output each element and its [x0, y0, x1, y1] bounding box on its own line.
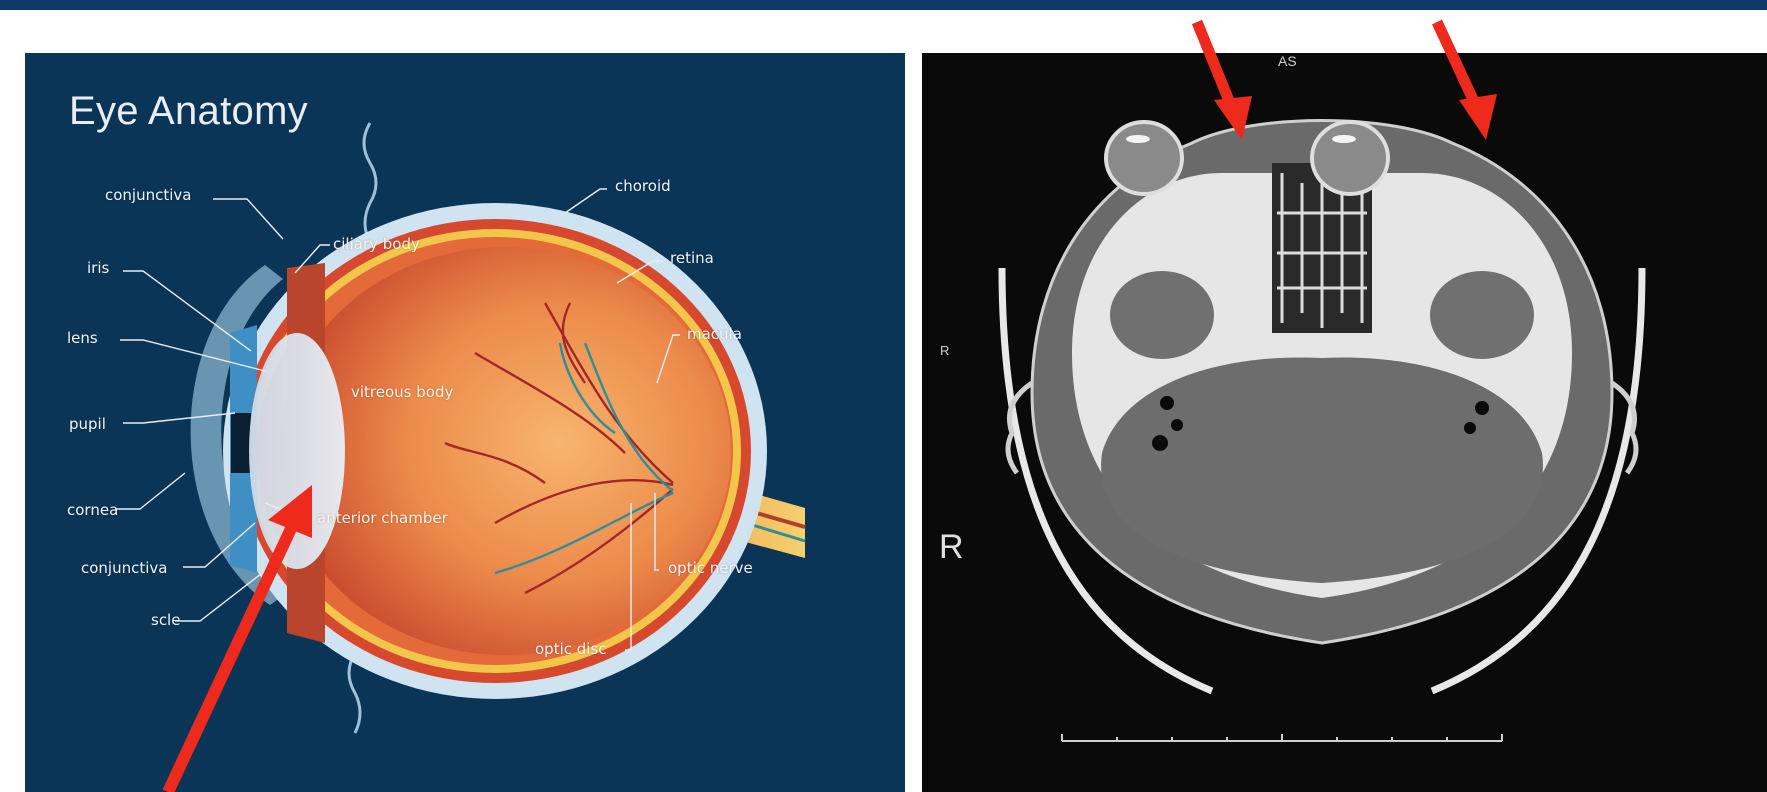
label-conjunctiva-bottom: conjunctiva: [81, 559, 167, 577]
ct-orientation-label-top: AS: [1278, 53, 1297, 69]
eye-anatomy-panel: Eye Anatomy conjunctiva iris lens pupil …: [25, 53, 905, 792]
eye-anatomy-illustration: [25, 53, 905, 792]
top-banner-bar: [0, 0, 1767, 10]
label-lens: lens: [67, 329, 98, 347]
label-cornea: cornea: [67, 501, 118, 519]
label-optic-nerve: optic nerve: [668, 559, 753, 577]
label-optic-disc: optic disc: [535, 640, 607, 658]
ct-cerebellum: [1101, 357, 1543, 583]
ct-scan-image: [922, 53, 1767, 792]
label-macula: macula: [687, 325, 742, 343]
label-choroid: choroid: [615, 177, 671, 195]
label-sclera: scle: [151, 611, 180, 629]
label-anterior-chamber: anterior chamber: [317, 509, 448, 527]
ct-scale-ruler: [1062, 734, 1502, 741]
ct-side-label-large: R: [939, 528, 964, 567]
label-vitreous-body: vitreous body: [351, 383, 453, 401]
lens-shape: [249, 333, 345, 569]
ct-temporal-lobe-right: [1430, 271, 1534, 359]
ct-scan-panel: AS R R: [922, 53, 1767, 792]
pupil-shape: [231, 413, 251, 473]
vitreous-body-shape: [279, 247, 731, 655]
label-pupil: pupil: [69, 415, 106, 433]
label-ciliary-body: ciliary body: [333, 235, 420, 253]
label-iris: iris: [87, 259, 109, 277]
ct-side-label-small: R: [940, 343, 949, 358]
ct-globe-right: [1312, 122, 1388, 194]
ct-globe-left: [1106, 122, 1182, 194]
conjunctiva-top-line: [364, 123, 376, 243]
label-retina: retina: [670, 249, 714, 267]
label-conjunctiva-top: conjunctiva: [105, 186, 191, 204]
ct-temporal-lobe-left: [1110, 271, 1214, 359]
diagram-title: Eye Anatomy: [69, 89, 308, 134]
